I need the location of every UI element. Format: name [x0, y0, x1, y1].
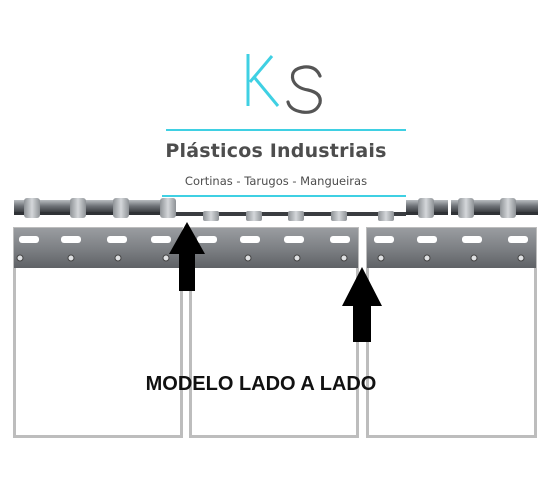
ks-logo-icon — [246, 54, 322, 114]
brand-separator-bottom — [162, 195, 406, 197]
rail-clips — [24, 196, 516, 221]
brand-name: Plásticos Industriais — [165, 140, 387, 162]
curtain-panel-3 — [366, 227, 537, 438]
brand-tagline: Cortinas - Tarugos - Mangueiras — [184, 174, 368, 188]
arrow-up-icon — [342, 267, 382, 342]
brand-separator-top — [166, 129, 406, 131]
model-caption: MODELO LADO A LADO — [145, 373, 377, 395]
curtain-panel-1 — [13, 227, 183, 438]
rail-center — [164, 212, 406, 216]
arrow-up-icon — [169, 222, 205, 291]
curtain-panel-2 — [189, 227, 359, 438]
